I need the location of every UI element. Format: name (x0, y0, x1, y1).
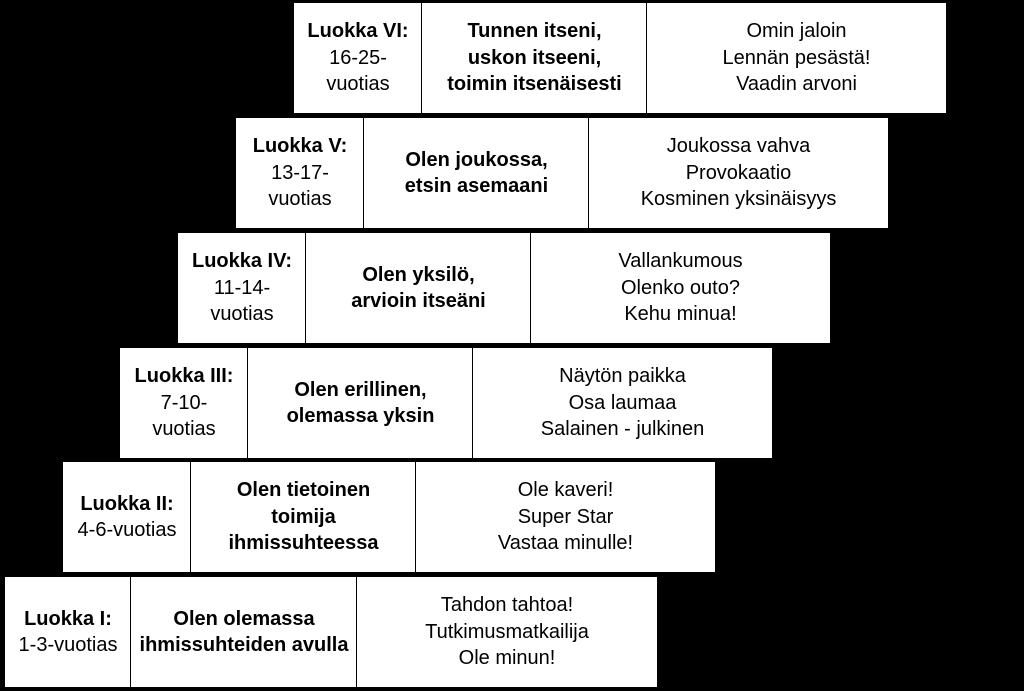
stage-expression: Tutkimusmatkailija (425, 620, 589, 643)
stage-expressions-cell: Vallankumous Olenko outo? Kehu minua! (530, 232, 831, 344)
stage-label-cell: Luokka VI: 16-25- vuotias (293, 2, 423, 114)
stage-need-line: arvioin itseäni (351, 290, 486, 312)
stage-age-line: vuotias (268, 188, 332, 211)
stage-row-2: Luokka II: 4-6-vuotias Olen tietoinen to… (62, 461, 716, 573)
stage-label: Luokka V: (252, 135, 348, 158)
stage-expression: Osa laumaa (568, 391, 677, 414)
stage-expression: Lennän pesästä! (722, 46, 871, 69)
stage-need-cell: Tunnen itseni, uskon itseeni, toimin its… (421, 2, 648, 114)
stage-need-line: uskon itseeni, (467, 46, 602, 69)
stage-expression: Vastaa minulle! (497, 532, 634, 555)
stage-row-4: Luokka IV: 11-14- vuotias Olen yksilö, a… (177, 232, 831, 344)
stage-need-cell: Olen joukossa, etsin asemaani (363, 117, 590, 229)
stage-expression: Kehu minua! (624, 303, 737, 326)
stage-age-line: 1-3-vuotias (18, 634, 118, 656)
stage-need-line: etsin asemaani (404, 175, 549, 197)
stage-label-cell: Luokka I: 1-3-vuotias (4, 576, 132, 688)
stage-label-cell: Luokka II: 4-6-vuotias (62, 461, 192, 573)
stage-label: Luokka II: (80, 492, 174, 515)
stage-expression: Super Star (517, 505, 614, 528)
stage-need-cell: Olen olemassa ihmissuhteiden avulla (130, 576, 358, 688)
stage-need-line: Olen joukossa, (405, 148, 548, 171)
stage-need-cell: Olen yksilö, arvioin itseäni (305, 232, 532, 344)
stage-expressions-cell: Omin jaloin Lennän pesästä! Vaadin arvon… (646, 2, 947, 114)
stage-label-cell: Luokka V: 13-17- vuotias (235, 117, 365, 229)
stage-age-line: 16-25- (329, 46, 387, 69)
stage-row-3: Luokka III: 7-10- vuotias Olen erillinen… (119, 347, 773, 459)
stage-age-line: vuotias (210, 303, 274, 326)
stage-expression: Vallankumous (618, 250, 743, 273)
stage-expressions-cell: Joukossa vahva Provokaatio Kosminen yksi… (588, 117, 889, 229)
stage-label: Luokka IV: (191, 250, 293, 273)
stage-need-line: ihmissuhteessa (228, 532, 379, 555)
stage-expressions-cell: Tahdon tahtoa! Tutkimusmatkailija Ole mi… (356, 576, 658, 688)
stage-expression: Omin jaloin (746, 20, 847, 43)
stage-age-line: 7-10- (160, 391, 208, 414)
stage-need-line: Olen tietoinen (236, 479, 371, 502)
stage-need-line: Olen yksilö, (362, 263, 475, 286)
stage-label: Luokka I: (24, 607, 112, 630)
stage-label-cell: Luokka IV: 11-14- vuotias (177, 232, 307, 344)
stage-expression: Ole minun! (458, 647, 556, 670)
stage-need-line: olemassa yksin (286, 405, 435, 427)
stage-label-cell: Luokka III: 7-10- vuotias (119, 347, 249, 459)
stage-need-line: toimija (271, 505, 336, 528)
stage-expression: Tahdon tahtoa! (440, 594, 574, 617)
stage-expression: Kosminen yksinäisyys (640, 188, 837, 211)
stage-label: Luokka III: (134, 365, 234, 388)
stage-age-line: vuotias (326, 73, 390, 96)
stage-expression: Vaadin arvoni (736, 73, 857, 96)
stage-expression: Joukossa vahva (666, 135, 811, 158)
stage-expression: Näytön paikka (559, 365, 686, 388)
stage-row-1: Luokka I: 1-3-vuotias Olen olemassa ihmi… (4, 576, 658, 688)
stage-age-line: 13-17- (271, 161, 329, 184)
stage-label: Luokka VI: (307, 20, 409, 43)
stage-age-line: 4-6-vuotias (77, 519, 177, 541)
stage-need-line: Tunnen itseni, (467, 20, 602, 43)
stage-expression: Salainen - julkinen (540, 418, 705, 441)
stage-need-cell: Olen tietoinen toimija ihmissuhteessa (190, 461, 417, 573)
stage-expressions-cell: Ole kaveri! Super Star Vastaa minulle! (415, 461, 716, 573)
stage-age-line: 11-14- (213, 276, 271, 299)
stage-expression: Provokaatio (685, 161, 792, 184)
stage-expression: Olenko outo? (621, 276, 740, 299)
stage-need-line: Olen erillinen, (294, 378, 427, 401)
stage-age-line: vuotias (152, 418, 216, 441)
stage-need-line: toimin itsenäisesti (447, 73, 622, 96)
stage-row-5: Luokka V: 13-17- vuotias Olen joukossa, … (235, 117, 889, 229)
stage-expressions-cell: Näytön paikka Osa laumaa Salainen - julk… (472, 347, 773, 459)
stage-need-line: Olen olemassa (173, 607, 315, 630)
stage-expression: Ole kaveri! (517, 479, 614, 502)
stage-need-cell: Olen erillinen, olemassa yksin (247, 347, 474, 459)
stage-need-line: ihmissuhteiden avulla (139, 634, 349, 656)
stage-row-6: Luokka VI: 16-25- vuotias Tunnen itseni,… (293, 2, 947, 114)
